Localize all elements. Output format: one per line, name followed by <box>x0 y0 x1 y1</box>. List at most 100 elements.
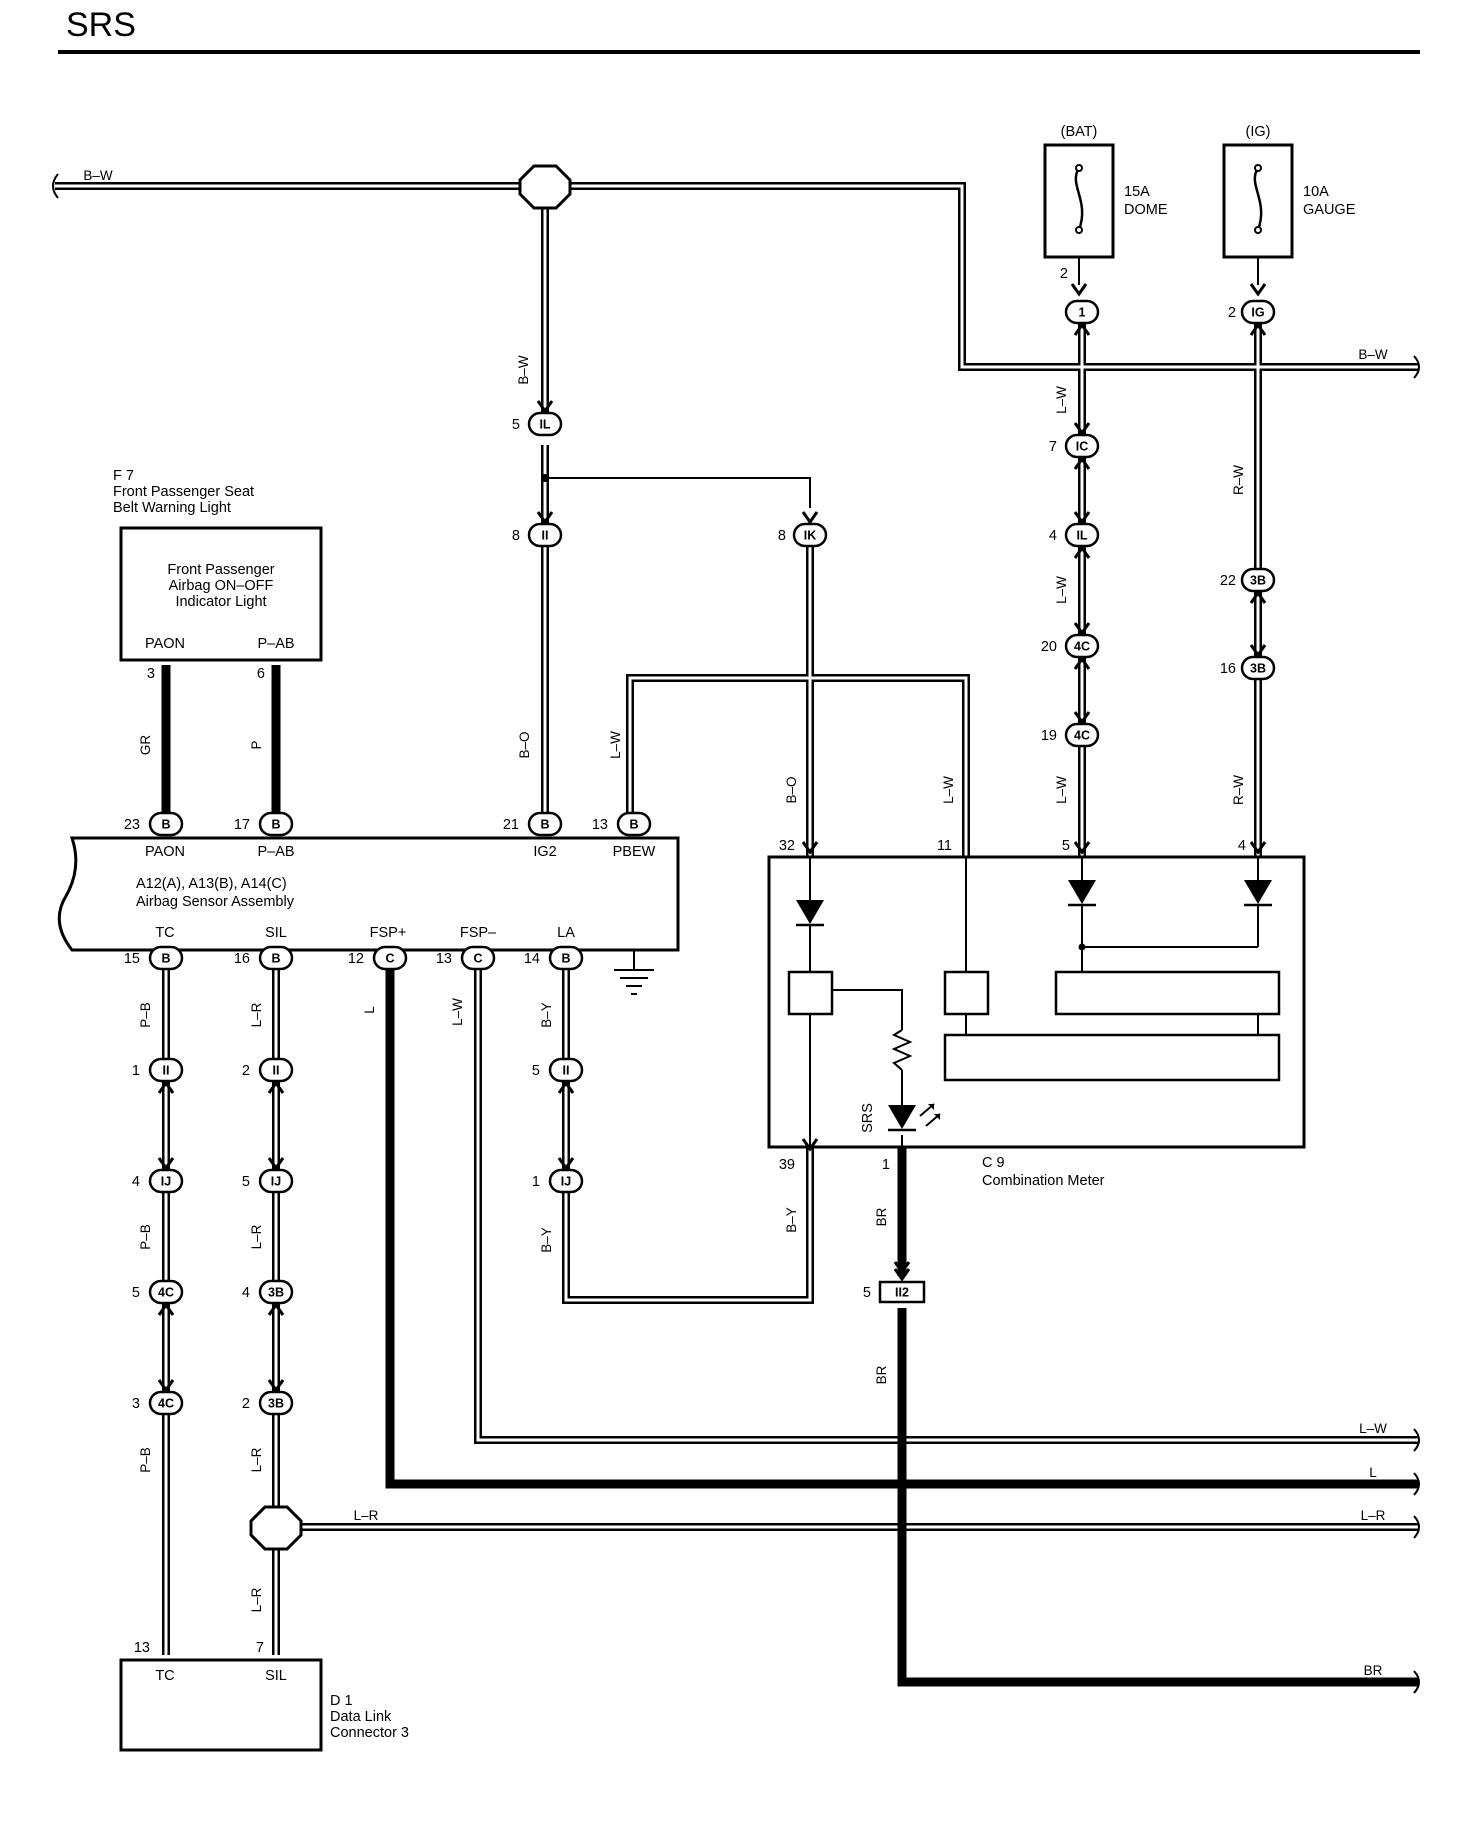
fuse-icon <box>1253 167 1263 231</box>
pin-number-p-b15: 15 <box>124 951 140 967</box>
chevron-down-icon <box>893 1261 911 1275</box>
pin-number-p-ii2: 5 <box>863 1285 871 1301</box>
pin-number-p-4c-c: 5 <box>132 1285 140 1301</box>
pin-number-p-il-a: 4 <box>1049 528 1057 544</box>
connector-code: C <box>473 952 482 966</box>
fuse-gauge-name: GAUGE <box>1303 202 1356 218</box>
connector-c-il-a: IL <box>1064 511 1100 559</box>
pin-number-p-b14: 14 <box>524 951 540 967</box>
dlc-name-line2: Connector 3 <box>330 1725 409 1741</box>
chevron-up-icon <box>1073 545 1091 559</box>
chevron-down-icon <box>536 400 554 414</box>
connector-c-ii-c: II <box>258 1057 294 1094</box>
chevron-up-icon <box>1249 322 1267 336</box>
wire-color-out-lw: L–W <box>1359 1421 1387 1436</box>
wire-color-bw-left: B–W <box>83 168 113 183</box>
diode-icon <box>796 900 824 927</box>
connector-c-b23: B <box>148 811 184 837</box>
wire-color-by-3: B–Y <box>784 1207 799 1233</box>
chevron-down-icon <box>1073 711 1091 725</box>
connector-code: 3B <box>268 1397 284 1411</box>
fuse-gauge-source: (IG) <box>1246 124 1271 140</box>
wire-color-bo-meter: B–O <box>784 776 799 803</box>
wire-color-br-2: BR <box>874 1365 889 1384</box>
pin-number-p-c12: 12 <box>348 951 364 967</box>
connector-code: II <box>542 529 549 543</box>
connector-code: 3B <box>1250 574 1266 588</box>
junction-connector-lr <box>249 1505 303 1551</box>
connector-code: II <box>563 1064 570 1078</box>
connector-c-3b-b: 3B <box>1240 644 1276 681</box>
pin-number-p-b16: 16 <box>234 951 250 967</box>
connector-code: IC <box>1076 440 1089 454</box>
connector-c-b15: B <box>148 945 184 971</box>
chevron-down-icon <box>1249 283 1267 297</box>
chevron-down-icon <box>1073 841 1091 855</box>
meter-id: C 9 <box>982 1155 1005 1171</box>
sensor-pin-ig2: IG2 <box>533 844 556 860</box>
connector-code: 3B <box>268 1286 284 1300</box>
connector-c-c13: C <box>460 945 496 971</box>
connector-code: C <box>385 952 394 966</box>
chevron-up-icon <box>157 1302 175 1316</box>
connector-code: B <box>540 818 549 832</box>
connector-code: 4C <box>1074 729 1090 743</box>
dlc-id: D 1 <box>330 1693 353 1709</box>
pin-number-p-il-b: 5 <box>512 417 520 433</box>
f7-inner-line2: Airbag ON–OFF <box>169 578 274 594</box>
wire-color-out-lr: L–R <box>1361 1508 1386 1523</box>
connector-code: IJ <box>271 1175 281 1189</box>
wire-color-lw-dome1: L–W <box>1054 386 1069 414</box>
wire-color-out-br: BR <box>1364 1663 1383 1678</box>
wire-color-bo-ig2: B–O <box>517 731 532 758</box>
connector-c-ii-a: II <box>527 511 563 548</box>
chevron-down-icon <box>1073 511 1091 525</box>
chevron-down-icon <box>801 511 819 525</box>
f7-indicator-box <box>119 526 323 662</box>
wire-break-marks <box>52 173 1420 1694</box>
fuse-dome-source: (BAT) <box>1061 124 1098 140</box>
chevron-down-icon <box>801 1138 819 1152</box>
chevron-down-icon <box>1249 841 1267 855</box>
connector-code: IK <box>804 529 817 543</box>
pin-number-p-dlc-7: 7 <box>256 1640 264 1656</box>
sensor-pin-fspp: FSP+ <box>370 925 407 941</box>
wire-color-lw-fsp: L–W <box>450 998 465 1026</box>
connector-code: IL <box>539 418 550 432</box>
wire-color-lw-dome3: L–W <box>1054 776 1069 804</box>
pin-number-p-3b-b: 16 <box>1220 661 1236 677</box>
wire-color-lw-pbew: L–W <box>608 731 623 759</box>
pin-number-p-c13: 13 <box>436 951 452 967</box>
chevron-up-icon <box>1073 322 1091 336</box>
connector-c-1: 1 <box>1064 299 1100 336</box>
chevron-up-icon <box>1249 590 1267 604</box>
wire-color-by-2: B–Y <box>539 1227 554 1253</box>
data-link-connector <box>119 1658 323 1752</box>
chevron-up-icon <box>157 1080 175 1094</box>
connector-c-3b-d: 3B <box>258 1379 294 1416</box>
wire-color-rw-2: R–W <box>1231 775 1246 805</box>
chevron-down-icon <box>536 511 554 525</box>
pin-number-p-4c-b: 19 <box>1041 728 1057 744</box>
pin-number-p-ik: 8 <box>778 528 786 544</box>
connector-c-b17: B <box>258 811 294 837</box>
chevron-down-icon <box>267 1157 285 1171</box>
f7-name-line2: Belt Warning Light <box>113 500 231 516</box>
pin-number-p-ii-a: 8 <box>512 528 520 544</box>
connector-c-ik: IK <box>792 511 828 548</box>
pin-number-p-f7-6: 6 <box>257 666 265 682</box>
connector-code: B <box>271 952 280 966</box>
wire-color-lr-4: L–R <box>249 1587 264 1612</box>
diode-icon <box>1068 880 1096 907</box>
f7-inner-line1: Front Passenger <box>167 562 274 578</box>
chevron-up-icon <box>267 1302 285 1316</box>
connector-code: B <box>629 818 638 832</box>
sensor-pin-paon: PAON <box>145 844 185 860</box>
chevron-down-icon <box>893 1268 911 1282</box>
meter-logic-block <box>943 970 990 1016</box>
f7-name-line1: Front Passenger Seat <box>113 484 254 500</box>
wire-color-pb-1: P–B <box>138 1002 153 1028</box>
connector-c-ii-b: II <box>148 1057 184 1094</box>
connector-c-c12: C <box>372 945 408 971</box>
